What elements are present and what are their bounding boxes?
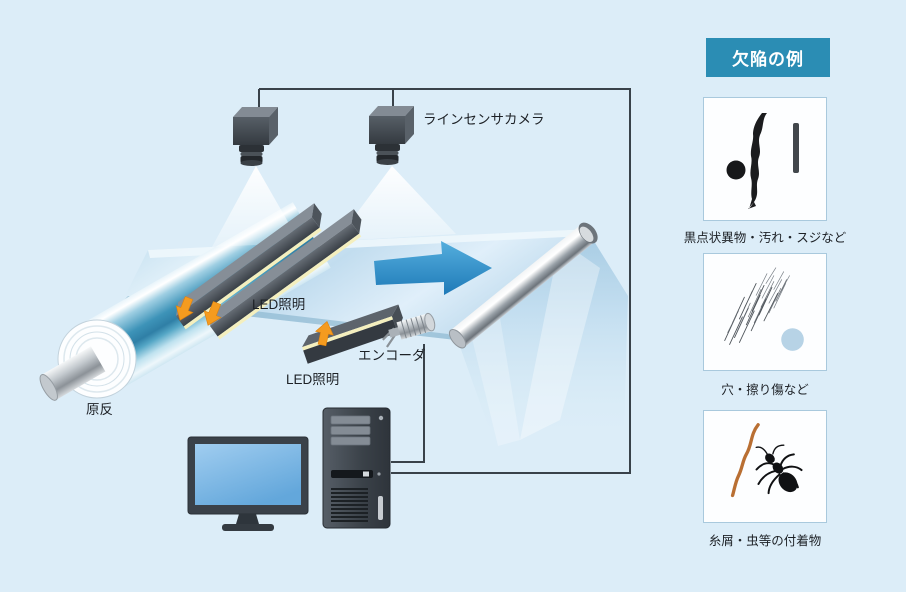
lower-led-bar [302,304,403,364]
light-beam-2 [336,166,456,241]
hanging-film-sheet [458,238,628,448]
label-led-lower: LED照明 [286,372,339,387]
hole-defect [781,328,804,351]
label-led-upper: LED照明 [252,297,305,312]
thread-insect-adhesion-image [730,423,803,498]
power-led [378,415,384,421]
roll-shaft [39,346,106,401]
black-spots-dirt-streaks-image [726,113,799,209]
ant-defect [755,444,803,495]
camera-lens [375,144,400,165]
pc-tower [322,407,391,529]
defect-card-black-spots [703,97,827,221]
black-spot-defect [726,160,746,180]
defect-caption-3: 糸屑・虫等の付着物 [708,534,822,548]
tower-handle [378,496,383,520]
monitor [187,436,309,531]
arrow-down-icon [175,296,194,321]
encoder-cable [391,344,425,463]
led-bar-2 [210,209,362,340]
arrow-down-icon [203,301,222,326]
defect-card-scratches [703,253,827,371]
defect-caption-2: 穴・擦り傷など [721,383,809,397]
arrow-up-icon [315,321,334,347]
label-raw-roll: 原反 [86,402,113,417]
monitor-stand [236,514,259,524]
holes-scratches-image [724,267,804,351]
led-light-arrows-down [175,296,222,326]
defect-examples-panel: 欠陥の例 黒点状異物・汚れ・スジなど 穴・擦り傷など [684,0,906,592]
signal-cables [258,88,631,474]
drive-bays [330,415,371,446]
thread-scrap-defect [730,423,760,498]
disc-slot [331,470,381,478]
line-sensor-camera-2 [369,106,414,165]
encoder-device [382,312,436,348]
label-line-sensor-camera: ラインセンサカメラ [423,112,545,127]
camera-lens [239,145,264,166]
dirt-smear-defect [748,113,767,209]
defect-panel-title: 欠陥の例 [706,38,830,77]
guide-roller [448,222,598,349]
camera-light-beams [212,166,456,247]
inspection-diagram: ラインセンサカメラ LED照明 LED照明 エンコーダ 原反 [39,88,631,531]
camera-signal-cable [259,88,631,474]
line-sensor-camera-1 [233,107,278,166]
web-direction-arrow [374,241,492,295]
light-beam-1 [212,166,300,247]
defect-card-adhesion [703,410,827,523]
label-encoder: エンコーダ [358,348,426,363]
monitor-screen [195,444,301,505]
scratch-marks-defect [724,267,790,345]
upper-led-bars [175,203,362,340]
streak-defect [793,123,799,173]
defect-caption-1: 黒点状異物・汚れ・スジなど [683,231,847,245]
vent-grille [331,488,368,522]
